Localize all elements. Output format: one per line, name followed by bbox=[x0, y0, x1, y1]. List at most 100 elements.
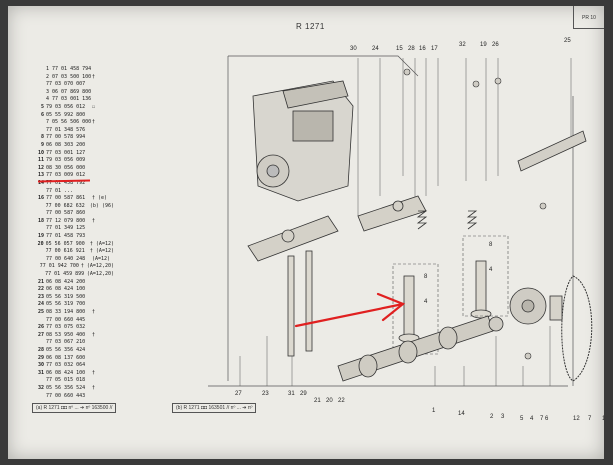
parts-list-ref: 05 56 057 900 bbox=[45, 240, 85, 247]
callout-bottom-5: 5 bbox=[520, 416, 524, 422]
callout-bottom-11: 11 bbox=[602, 416, 604, 422]
parts-list-row: 77 00 640 248(A=12) bbox=[34, 256, 114, 264]
parts-list-ref: 1 77 01 458 794 bbox=[46, 66, 92, 72]
parts-list-ref: 05 56 319 700 bbox=[46, 301, 86, 308]
parts-list-ref: 08 53 950 400 bbox=[46, 331, 86, 338]
parts-list-row: 77 05 015 018 bbox=[34, 377, 114, 385]
parts-list-ref: 77 03 067 210 bbox=[46, 339, 86, 346]
parts-list-ref: 05 55 992 800 bbox=[46, 111, 86, 118]
parts-list-idx bbox=[34, 339, 44, 347]
parts-list-idx bbox=[34, 248, 44, 256]
parts-list-idx: 26 bbox=[37, 324, 44, 331]
engine-block-icon bbox=[252, 80, 354, 202]
parts-list-idx bbox=[34, 96, 44, 104]
leader-lines bbox=[357, 58, 572, 216]
parts-list-ref: 3 06 07 869 800 bbox=[46, 88, 92, 95]
parts-list-row: 77 01 ... bbox=[34, 188, 114, 196]
callout-top-17: 17 bbox=[431, 46, 438, 52]
parts-list-idx bbox=[34, 188, 44, 196]
parts-list-ref: 08 33 194 800 bbox=[46, 309, 86, 315]
parts-list-ref: 06 08 303 200 bbox=[46, 141, 86, 148]
callout-side-4a: 4 bbox=[424, 299, 428, 305]
parts-list-ref: 77 00 587 861 bbox=[46, 195, 86, 202]
callout-bottom-22: 22 bbox=[338, 398, 345, 404]
timing-chain bbox=[561, 275, 593, 382]
callout-bottom-1: 1 bbox=[432, 408, 436, 414]
parts-list-ref: 4 77 03 001 136 bbox=[46, 96, 92, 103]
parts-list-idx bbox=[34, 271, 43, 279]
parts-list-idx bbox=[34, 127, 44, 135]
parts-list-ref: 77 01 349 125 bbox=[46, 225, 86, 232]
red-arrow-icon bbox=[294, 292, 406, 328]
callout-side-8b: 8 bbox=[489, 242, 493, 248]
parts-list-row: 77 00 682 632(b) (96) bbox=[34, 203, 114, 211]
parts-list-idx bbox=[34, 81, 44, 89]
bolts bbox=[403, 68, 547, 360]
parts-list-row: 4 77 03 001 136 bbox=[34, 96, 114, 104]
callout-bottom-12: 12 bbox=[573, 416, 580, 422]
parts-list-row: 2 07 03 500 100† bbox=[34, 74, 114, 82]
callout-top-30: 30 bbox=[350, 46, 357, 52]
parts-list-ref: 05 56 356 524 bbox=[46, 384, 86, 391]
callout-top-15: 15 bbox=[396, 46, 403, 52]
parts-list-idx: 28 bbox=[37, 346, 44, 353]
parts-list-ref: 77 01 458 792 bbox=[46, 179, 86, 186]
parts-list-ref: 77 01 348 576 bbox=[46, 126, 86, 133]
parts-list-idx bbox=[34, 119, 44, 127]
parts-list-note: † bbox=[92, 309, 96, 315]
callout-top-32: 32 bbox=[459, 42, 466, 48]
parts-list-idx: 19 bbox=[37, 233, 44, 240]
parts-list-ref: 79 03 056 012 bbox=[46, 103, 86, 110]
callout-side-4b: 4 bbox=[489, 267, 493, 273]
callout-bottom-29: 29 bbox=[300, 391, 307, 397]
parts-list-idx: 32 bbox=[37, 384, 44, 391]
corner-tag: PR 10 bbox=[573, 6, 604, 29]
parts-list-note: † (A=12) bbox=[89, 240, 114, 247]
parts-list-idx bbox=[34, 377, 44, 385]
parts-list-idx: 31 bbox=[37, 369, 44, 376]
parts-list-note: † bbox=[92, 384, 96, 391]
parts-list-ref: 77 01 942 700 bbox=[39, 263, 79, 270]
callout-bottom-21: 21 bbox=[314, 398, 321, 404]
parts-list-idx bbox=[34, 263, 38, 271]
parts-list-ref: 77 03 009 012 bbox=[46, 172, 86, 179]
parts-list-idx: 22 bbox=[37, 286, 44, 293]
parts-list-idx: 8 bbox=[40, 134, 44, 141]
parts-list-idx bbox=[34, 203, 44, 211]
parts-list-idx: 27 bbox=[37, 331, 44, 338]
parts-list-idx: 29 bbox=[37, 354, 44, 361]
parts-list-ref: 77 03 001 127 bbox=[46, 149, 86, 156]
parts-list-ref: 05 56 356 424 bbox=[46, 346, 86, 353]
parts-list-note: † bbox=[92, 73, 96, 80]
parts-list-ref: 08 30 056 000 bbox=[46, 164, 86, 171]
parts-list-ref: 06 08 424 100 bbox=[46, 369, 86, 376]
parts-list-idx: 20 bbox=[37, 240, 44, 247]
callout-top-24: 24 bbox=[372, 46, 379, 52]
parts-list-ref: 77 01 459 899 bbox=[45, 271, 85, 278]
parts-list-ref: 77 12 079 800 bbox=[46, 217, 86, 224]
parts-list-idx: 14 bbox=[37, 179, 44, 186]
parts-list-idx: 11 bbox=[37, 157, 44, 164]
parts-list-row: 77 00 616 921† (A=12) bbox=[34, 248, 114, 256]
parts-list-note: † bbox=[92, 369, 96, 376]
callout-bottom-7b: 7 bbox=[588, 416, 592, 422]
parts-list-idx bbox=[34, 210, 44, 218]
chain-tensioner bbox=[549, 295, 563, 321]
parts-list-idx: 30 bbox=[37, 362, 44, 369]
